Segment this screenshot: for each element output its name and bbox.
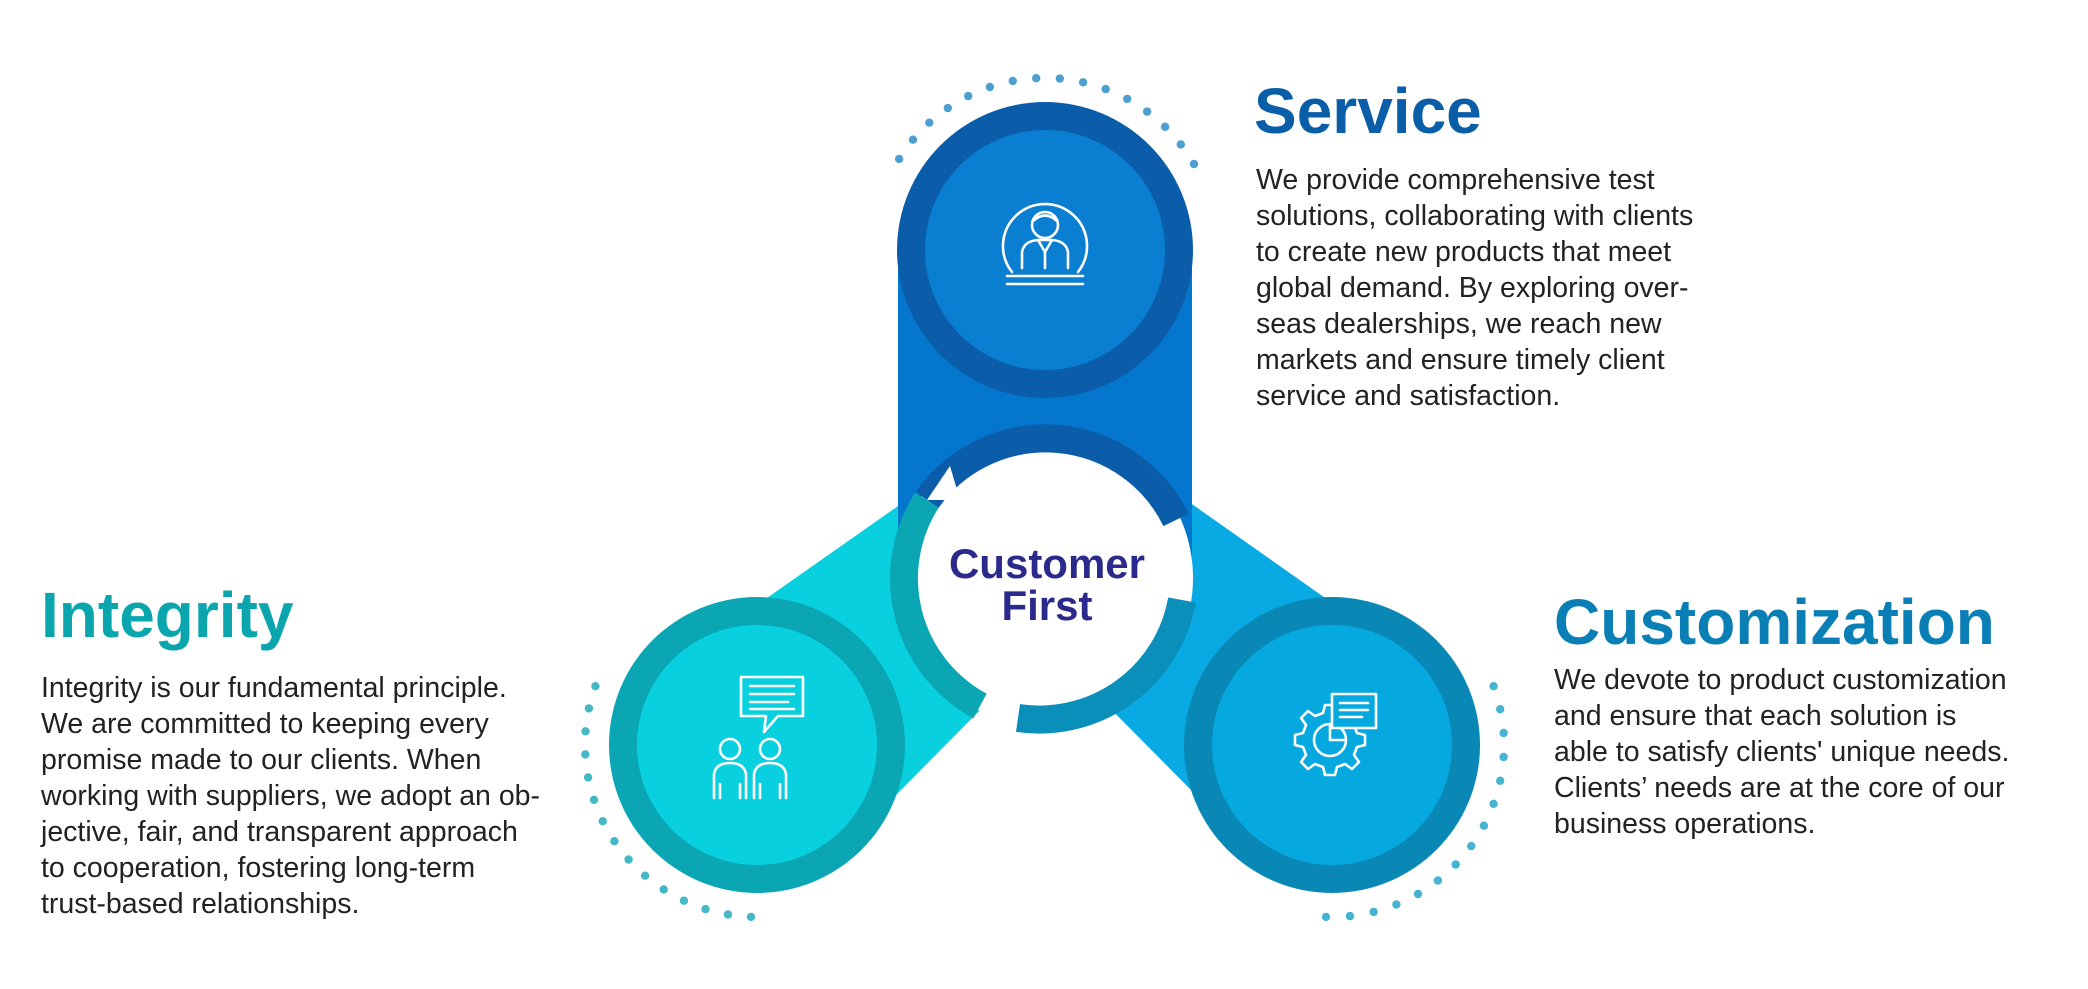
integrity-line: We are committed to keeping every <box>41 708 489 740</box>
decorative-dot <box>1101 84 1110 94</box>
decorative-dot <box>723 910 733 919</box>
decorative-dot <box>1499 728 1508 738</box>
decorative-dot <box>624 855 633 864</box>
service-line: service and satisfaction. <box>1256 380 1561 412</box>
decorative-dot <box>591 682 600 691</box>
decorative-dot <box>1479 821 1489 830</box>
decorative-dot <box>581 727 590 736</box>
service-title: Service <box>1254 75 1482 147</box>
customization-description: We devote to product customization and e… <box>1554 662 2009 842</box>
decorative-dot <box>701 904 710 914</box>
decorative-dot <box>943 103 952 113</box>
integrity-line: trust-based relationships. <box>41 888 360 920</box>
customization-line: and ensure that each solution is <box>1554 700 1957 732</box>
people-conversation-icon <box>712 675 805 800</box>
decorative-dot <box>583 773 593 782</box>
decorative-dot <box>964 91 973 101</box>
customization-line: able to satisfy clients' unique needs. <box>1554 736 2010 768</box>
decorative-dot <box>985 82 995 92</box>
service-line: solutions, collaborating with clients <box>1256 200 1694 232</box>
decorative-dot <box>1142 107 1152 116</box>
decorative-dot <box>1078 78 1088 87</box>
decorative-dot <box>925 118 934 127</box>
service-description: We provide comprehensive test solutions,… <box>1256 162 1693 414</box>
decorative-dot <box>1160 122 1170 131</box>
integrity-description: Integrity is our fundamental principle. … <box>41 670 540 922</box>
service-line: seas dealerships, we reach new <box>1256 308 1662 340</box>
cycle-arrows <box>889 424 1196 734</box>
decorative-dot <box>1489 682 1498 691</box>
decorative-dot <box>640 871 650 880</box>
decorative-dot <box>598 817 607 826</box>
decorative-dot <box>1499 752 1508 762</box>
decorative-dot <box>894 154 904 164</box>
decorative-dot <box>584 704 594 713</box>
customization-line: business operations. <box>1554 808 1816 840</box>
integrity-line: promise made to our clients. When <box>41 744 482 776</box>
decorative-dot <box>1008 76 1017 86</box>
decorative-dot <box>1433 876 1443 885</box>
decorative-dot <box>1489 799 1498 808</box>
decorative-dot <box>746 912 756 922</box>
gear-document-icon <box>1293 692 1378 777</box>
decorative-dot <box>1496 705 1505 714</box>
decorative-dot <box>1123 94 1132 104</box>
service-node <box>897 102 1193 398</box>
decorative-dot <box>1032 74 1041 83</box>
integrity-line: to cooperation, fostering long-term <box>41 852 476 884</box>
service-line: to create new products that meet <box>1256 236 1672 268</box>
integrity-line: Integrity is our fundamental principle. <box>41 672 507 704</box>
customization-node <box>1184 597 1480 893</box>
integrity-node <box>609 597 905 893</box>
decorative-dot <box>1321 912 1331 922</box>
decorative-dot <box>1467 841 1476 851</box>
decorative-dotted-arcs <box>581 74 1508 922</box>
decorative-dot <box>1055 74 1065 83</box>
decorative-dot <box>1369 907 1378 917</box>
service-line: global demand. By exploring over- <box>1256 272 1689 304</box>
decorative-dot <box>581 750 590 759</box>
integrity-line: working with suppliers, we adopt an ob- <box>41 780 541 812</box>
customization-title: Customization <box>1554 586 1995 658</box>
integrity-line: jective, fair, and transparent approach <box>41 816 518 848</box>
center-label-line1: Customer <box>949 540 1145 587</box>
center-label-line2: First <box>1001 582 1092 629</box>
customization-line: We devote to product customization <box>1554 664 2007 696</box>
customization-line: Clients’ needs are at the core of our <box>1554 772 2005 804</box>
decorative-dot <box>659 885 668 894</box>
decorative-dot <box>1176 140 1186 149</box>
decorative-dot <box>679 896 689 905</box>
decorative-dot <box>589 795 599 804</box>
decorative-dot <box>1496 776 1505 785</box>
decorative-dot <box>610 837 619 846</box>
service-line: We provide comprehensive test <box>1256 164 1655 196</box>
decorative-dot <box>1392 900 1401 909</box>
decorative-dot <box>908 135 918 144</box>
decorative-dot <box>1189 159 1199 169</box>
decorative-dot <box>1413 889 1423 899</box>
decorative-dot <box>1345 911 1355 921</box>
decorative-dot <box>1451 860 1460 869</box>
service-line: markets and ensure timely client <box>1256 344 1665 376</box>
integrity-title: Integrity <box>41 579 294 651</box>
customer-service-agent-icon <box>1001 202 1089 286</box>
